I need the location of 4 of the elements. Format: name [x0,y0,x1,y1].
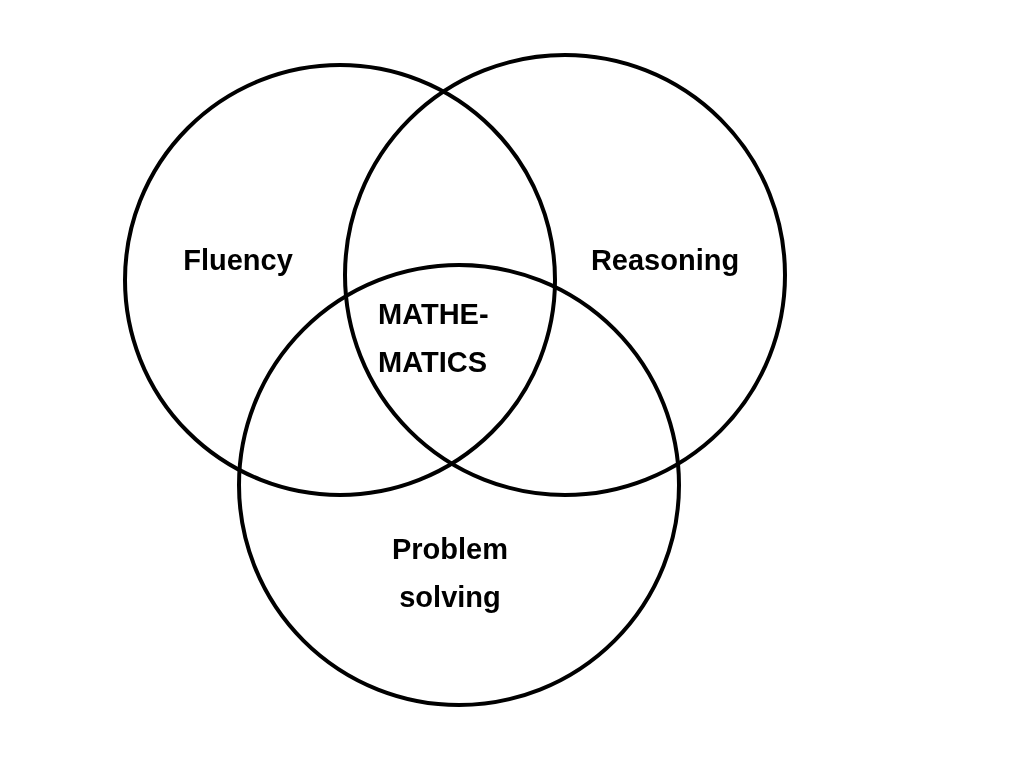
set-label: Fluency [182,243,294,278]
center-label: MATHE- MATICS [378,297,490,380]
set-label: Reasoning [589,243,741,278]
set-label: Problem solving [391,532,509,615]
